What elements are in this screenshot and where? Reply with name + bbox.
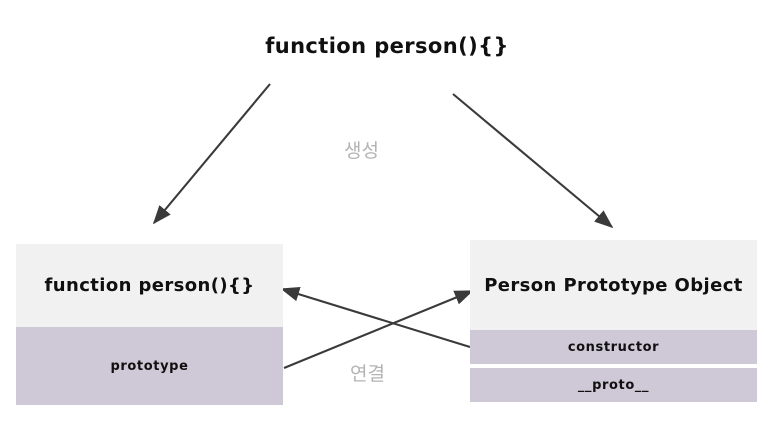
edge-label-creation: 생성 [344, 140, 379, 162]
person-prototype-object-row-proto: __proto__ [470, 368, 757, 402]
person-prototype-object-box: Person Prototype Object constructor __pr… [470, 240, 757, 406]
row-divider [470, 364, 757, 368]
edge-label-link: 연결 [350, 363, 385, 385]
prototype-to-object-arrow [283, 290, 474, 369]
function-person-box: function person(){} prototype [16, 244, 283, 405]
person-prototype-object-box-header: Person Prototype Object [470, 240, 757, 330]
function-person-row-prototype: prototype [16, 327, 283, 405]
constructor-to-function-arrow [280, 287, 471, 349]
person-prototype-object-row-constructor: constructor [470, 330, 757, 364]
function-person-box-header: function person(){} [16, 244, 283, 327]
create-function-arrow [152, 83, 271, 225]
create-prototype-arrow [452, 93, 614, 229]
root-function-declaration-label: function person(){} [265, 34, 509, 58]
